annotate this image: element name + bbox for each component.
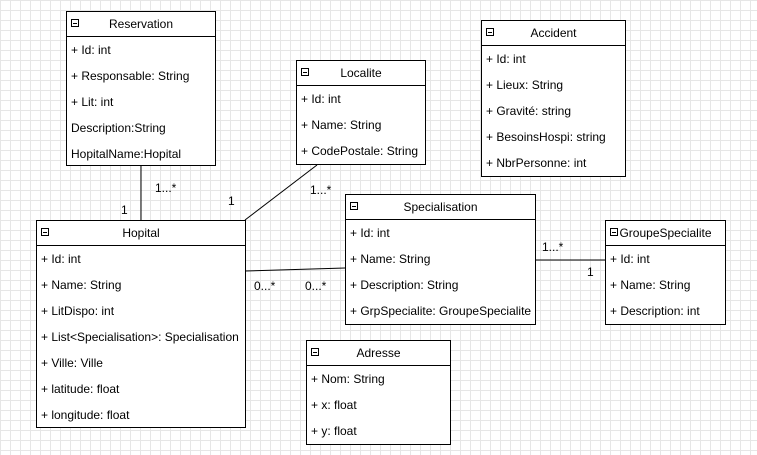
class-reservation-header: Reservation	[67, 12, 215, 37]
collapse-icon[interactable]	[71, 19, 79, 27]
attribute[interactable]: + Description: int	[610, 304, 700, 318]
attribute[interactable]: + List<Specialisation>: Specialisation	[41, 330, 239, 344]
collapse-icon[interactable]	[350, 202, 358, 210]
edge-hopital-specialisation	[244, 267, 346, 272]
attribute[interactable]: + Nom: String	[311, 372, 385, 386]
multiplicity-specialisation-groupe: 1...*	[542, 240, 564, 254]
class-name: GroupeSpecialite	[619, 226, 712, 240]
collapse-icon[interactable]	[311, 348, 319, 356]
attribute[interactable]: + Description: String	[350, 278, 459, 292]
attribute[interactable]: + Id: int	[610, 252, 650, 266]
class-name: Specialisation	[403, 200, 478, 214]
class-name: Accident	[530, 26, 577, 40]
attribute[interactable]: HopitalName:Hopital	[71, 147, 182, 161]
multiplicity-localite: 1...*	[310, 183, 332, 197]
multiplicity-hopital-reservation: 1	[121, 203, 128, 217]
attribute[interactable]: + Id: int	[71, 43, 111, 57]
attribute[interactable]: + Name: String	[301, 118, 382, 132]
collapse-icon[interactable]	[610, 228, 618, 236]
multiplicity-hopital-localite: 1	[228, 194, 235, 208]
class-name: Reservation	[108, 17, 174, 31]
class-specialisation[interactable]: Specialisation + Id: int + Name: String …	[345, 194, 536, 325]
edge-hopital-localite	[244, 164, 318, 221]
class-localite-header: Localite	[297, 61, 425, 86]
attribute[interactable]: + y: float	[311, 424, 357, 438]
collapse-icon[interactable]	[486, 28, 494, 36]
class-localite[interactable]: Localite + Id: int + Name: String + Code…	[296, 60, 426, 165]
attribute[interactable]: + latitude: float	[41, 382, 120, 396]
attribute[interactable]: + Id: int	[301, 92, 341, 106]
attribute[interactable]: + Id: int	[486, 52, 526, 66]
multiplicity-specialisation-hopital: 0...*	[305, 279, 327, 293]
attribute[interactable]: + Lit: int	[71, 95, 114, 109]
attribute[interactable]: + Gravité: string	[486, 104, 572, 118]
class-groupe-specialite[interactable]: GroupeSpecialite + Id: int + Name: Strin…	[605, 220, 726, 325]
attribute[interactable]: + Lieux: String	[486, 78, 564, 92]
attribute[interactable]: + Id: int	[350, 226, 390, 240]
attribute[interactable]: + Responsable: String	[71, 69, 190, 83]
attribute[interactable]: + CodePostale: String	[301, 144, 419, 158]
class-name: Hopital	[122, 226, 160, 240]
attribute[interactable]: + Name: String	[610, 278, 691, 292]
class-name: Adresse	[356, 346, 401, 360]
class-groupe-specialite-header: GroupeSpecialite	[606, 221, 725, 246]
attribute[interactable]: + NbrPersonne: int	[486, 156, 587, 170]
collapse-icon[interactable]	[41, 228, 49, 236]
class-accident-header: Accident	[482, 21, 625, 46]
attribute[interactable]: + Name: String	[41, 278, 122, 292]
attribute[interactable]: Description:String	[71, 121, 166, 135]
class-hopital-header: Hopital	[37, 221, 245, 246]
multiplicity-reservation: 1...*	[155, 181, 177, 195]
attribute[interactable]: + Ville: Ville	[41, 356, 103, 370]
attribute[interactable]: + Id: int	[41, 252, 81, 266]
attribute[interactable]: + GrpSpecialite: GroupeSpecialite	[350, 304, 532, 318]
multiplicity-hopital-specialisation: 0...*	[254, 279, 276, 293]
multiplicity-groupe: 1	[587, 265, 594, 279]
attribute[interactable]: + longitude: float	[41, 408, 130, 422]
class-adresse[interactable]: Adresse + Nom: String + x: float + y: fl…	[306, 340, 451, 445]
class-name: Localite	[340, 66, 382, 80]
attribute[interactable]: + LitDispo: int	[41, 304, 115, 318]
class-adresse-header: Adresse	[307, 341, 450, 366]
class-reservation[interactable]: Reservation + Id: int + Responsable: Str…	[66, 11, 216, 166]
class-hopital[interactable]: Hopital + Id: int + Name: String + LitDi…	[36, 220, 246, 428]
collapse-icon[interactable]	[301, 68, 309, 76]
attribute[interactable]: + x: float	[311, 398, 357, 412]
class-accident[interactable]: Accident + Id: int + Lieux: String + Gra…	[481, 20, 626, 177]
attribute[interactable]: + BesoinsHospi: string	[486, 130, 606, 144]
class-specialisation-header: Specialisation	[346, 195, 535, 220]
attribute[interactable]: + Name: String	[350, 252, 431, 266]
